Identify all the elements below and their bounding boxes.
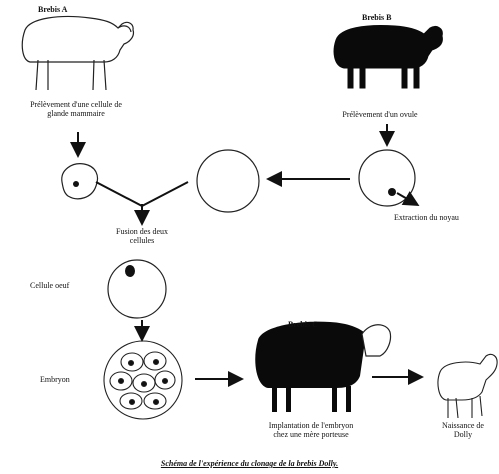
label-sampling-ovum: Prélèvement d'un ovule [320, 110, 440, 119]
label-implantation-line2: chez une mère porteuse [246, 430, 376, 439]
label-birth-line1: Naissance de [430, 421, 496, 430]
label-fusion: Fusion des deux cellules [102, 227, 182, 245]
label-egg-cell: Cellule oeuf [30, 281, 69, 290]
mammary-cell-nucleus [73, 181, 79, 187]
egg-cell [108, 260, 166, 318]
label-ewe-a: Brebis A [38, 5, 67, 14]
dolly-lamb-illustration [438, 354, 497, 418]
label-embryo: Embryon [40, 375, 70, 384]
label-ewe-b: Brebis B [362, 13, 391, 22]
sheep-c-illustration [255, 322, 390, 412]
egg-cell-nucleus [125, 265, 135, 277]
label-birth-line2: Dolly [430, 430, 496, 439]
fusion-lines [96, 182, 188, 206]
sheep-a-illustration [22, 17, 133, 91]
label-nucleus-extraction: Extraction du noyau [394, 213, 459, 222]
label-ewe-c: Brebis C [288, 320, 318, 329]
label-sampling-cell: Prélèvement d'une cellule de glande mamm… [6, 100, 146, 118]
embryo [104, 341, 182, 419]
ovum-nucleus [388, 188, 396, 196]
label-sampling-cell-line2: glande mammaire [6, 109, 146, 118]
mammary-cell [62, 164, 98, 199]
label-sampling-cell-line1: Prélèvement d'une cellule de [6, 100, 146, 109]
label-birth: Naissance de Dolly [430, 421, 496, 439]
enucleated-ovum [197, 150, 259, 212]
sheep-b-illustration [334, 26, 442, 88]
label-implantation-line1: Implantation de l'embryon [246, 421, 376, 430]
label-fusion-line1: Fusion des deux [102, 227, 182, 236]
label-implantation: Implantation de l'embryon chez une mère … [246, 421, 376, 439]
figure-caption: Schéma de l'expérience du clonage de la … [0, 459, 499, 468]
label-fusion-line2: cellules [102, 236, 182, 245]
